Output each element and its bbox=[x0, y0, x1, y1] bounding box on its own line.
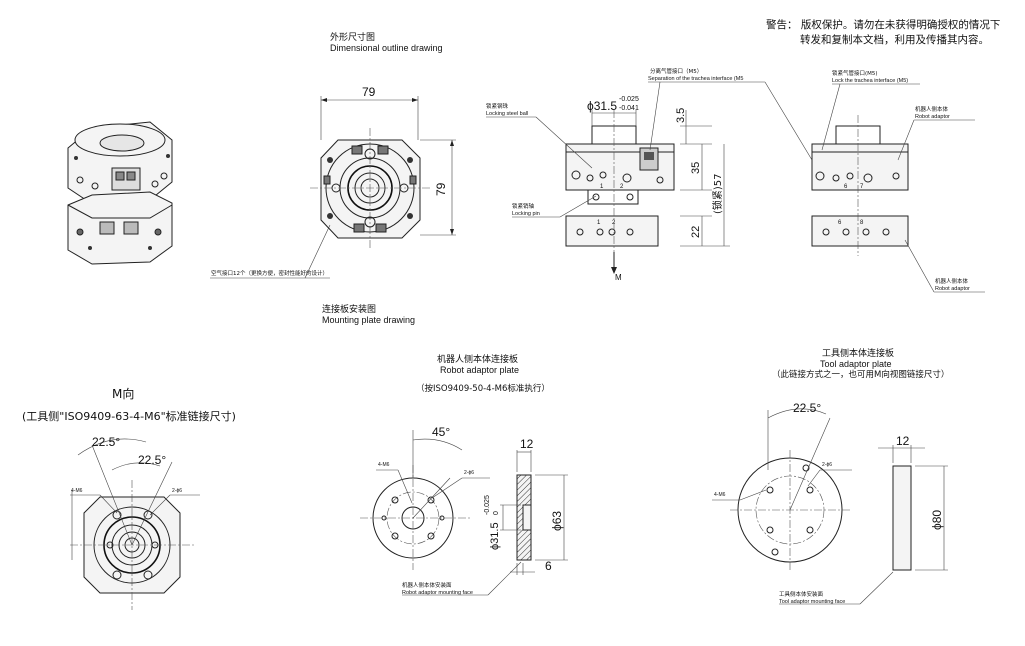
svg-text:2: 2 bbox=[620, 184, 624, 190]
svg-text:7: 7 bbox=[860, 184, 864, 190]
copyright-notice: 警告： 版权保护。请勿在未获得明确授权的情况下 转发和复制本文档，利用及传播其内… bbox=[766, 18, 1000, 46]
robot-plate-note: （按ISO9409-50-4-M6标准执行） bbox=[416, 383, 550, 394]
side-view: 1 2 1 2 M ϕ31.5 -0.025 -0.041 3.5 35 bbox=[486, 67, 813, 282]
robot-plate-hole-note: 4-M6 bbox=[378, 462, 390, 468]
trachea-cn: 分离气管接口（M5） bbox=[650, 67, 702, 75]
outline-width-dim: 79 bbox=[362, 85, 376, 99]
robot-plate-title-cn: 机器人侧本体连接板 bbox=[437, 353, 518, 365]
outline-title-en: Dimensional outline drawing bbox=[330, 43, 443, 53]
robot-plate-angle: 45° bbox=[432, 425, 450, 439]
m-view-angle-1: 22.5° bbox=[92, 435, 120, 449]
lock-trachea-cn: 锁紧气管接口(M5) bbox=[832, 69, 878, 77]
outline-height-dim: 79 bbox=[434, 182, 448, 196]
m-view-title: M向 bbox=[112, 386, 134, 401]
tool-plate-note: （此链接方式之一，也可用M向视图链接尺寸） bbox=[772, 369, 949, 380]
outline-top-view: 外形尺寸图 Dimensional outline drawing 79 79 bbox=[210, 31, 456, 279]
tool-plate-angle: 22.5° bbox=[793, 401, 821, 415]
robot-plate-dia-315: ϕ31.5 bbox=[489, 522, 501, 550]
tool-plate-face-en: Tool adaptor mounting face bbox=[779, 599, 845, 605]
lock-trachea-en: Lock the trachea interface (M5) bbox=[832, 78, 908, 84]
notice-line-1: 警告： 版权保护。请勿在未获得明确授权的情况下 bbox=[766, 18, 1000, 31]
svg-text:1: 1 bbox=[597, 220, 601, 226]
tool-plate-hole-note: 4-M6 bbox=[714, 492, 726, 498]
side-tol-upper: -0.025 bbox=[619, 96, 639, 103]
side-dim-57: (锁紧)57 bbox=[711, 173, 724, 214]
robot-plate-face-cn: 机器人侧本体安装面 bbox=[402, 581, 452, 589]
robot-body-en: Robot adaptor bbox=[915, 114, 950, 120]
tool-plate-pin-note: 2-ϕ6 bbox=[822, 462, 832, 468]
tool-plate-dim-12: 12 bbox=[896, 434, 910, 448]
tool-plate-title-cn: 工具侧本体连接板 bbox=[822, 347, 894, 359]
tool-plate-title-en: Tool adaptor plate bbox=[820, 359, 892, 369]
svg-text:1: 1 bbox=[600, 184, 604, 190]
m-view: M向 (工具侧"ISO9409-63-4-M6"标准链接尺寸) 22.5° 22… bbox=[22, 386, 236, 610]
trachea-en: Separation of the trachea interface (M5 bbox=[648, 76, 743, 82]
robot-side-cn: 机器人侧本体 bbox=[935, 277, 969, 285]
m-view-pin-note: 2-ϕ6 bbox=[172, 488, 182, 494]
robot-plate-face-en: Robot adaptor mounting face bbox=[402, 590, 473, 596]
tool-plate-face-cn: 工具侧本体安装面 bbox=[779, 590, 824, 598]
robot-side-en: Robot adaptor bbox=[935, 286, 970, 292]
tool-plate: 工具侧本体连接板 Tool adaptor plate （此链接方式之一，也可用… bbox=[712, 347, 949, 605]
robot-body-cn: 机器人侧本体 bbox=[915, 105, 949, 113]
svg-text:6: 6 bbox=[838, 220, 842, 226]
side-dim-35: 3.5 bbox=[675, 108, 687, 123]
mounting-title-cn: 连接板安装图 bbox=[322, 303, 376, 315]
side-dim-22: 22 bbox=[690, 226, 702, 238]
mounting-title-en: Mounting plate drawing bbox=[322, 315, 415, 325]
lock-pin-cn: 锁紧销轴 bbox=[512, 202, 535, 210]
robot-plate-dim-6: 6 bbox=[545, 559, 552, 573]
svg-text:6: 6 bbox=[844, 184, 848, 190]
robot-plate-dim-12: 12 bbox=[520, 437, 534, 451]
svg-text:8: 8 bbox=[860, 220, 864, 226]
robot-plate: 机器人侧本体连接板 Robot adaptor plate （按ISO9409-… bbox=[360, 353, 568, 596]
side-view-right: 6 7 6 8 锁紧气管接口(M5) Lock the trachea inte… bbox=[811, 69, 985, 293]
robot-plate-dia-63: ϕ63 bbox=[550, 511, 564, 531]
m-view-subtitle: (工具侧"ISO9409-63-4-M6"标准链接尺寸) bbox=[22, 409, 236, 423]
lock-pin-en: Locking pin bbox=[512, 211, 540, 217]
m-view-hole-note: 4-M6 bbox=[71, 488, 83, 494]
mounting-title: 连接板安装图 Mounting plate drawing bbox=[322, 303, 415, 325]
m-view-label: M bbox=[615, 273, 622, 282]
robot-plate-pin-note: 2-ϕ6 bbox=[464, 470, 474, 476]
outline-title-cn: 外形尺寸图 bbox=[330, 31, 375, 43]
m-view-angle-2: 22.5° bbox=[138, 453, 166, 467]
air-ports-note: 空气接口12个（更换方便，密封性能好的设计） bbox=[211, 269, 328, 277]
side-dim-35b: 35 bbox=[690, 162, 702, 174]
robot-plate-tol0: 0 bbox=[493, 511, 500, 515]
robot-plate-title-en: Robot adaptor plate bbox=[440, 365, 519, 375]
side-tol-lower: -0.041 bbox=[619, 105, 639, 112]
notice-line-2: 转发和复制本文档，利用及传播其内容。 bbox=[800, 33, 989, 46]
tool-plate-dia-80: ϕ80 bbox=[930, 510, 944, 530]
isometric-view bbox=[67, 121, 173, 265]
lock-ball-cn: 锁紧钢珠 bbox=[486, 102, 509, 110]
side-dia: ϕ31.5 bbox=[587, 99, 617, 113]
robot-plate-tol: -0.025 bbox=[484, 495, 491, 515]
lock-ball-en: Locking steel ball bbox=[486, 111, 528, 117]
